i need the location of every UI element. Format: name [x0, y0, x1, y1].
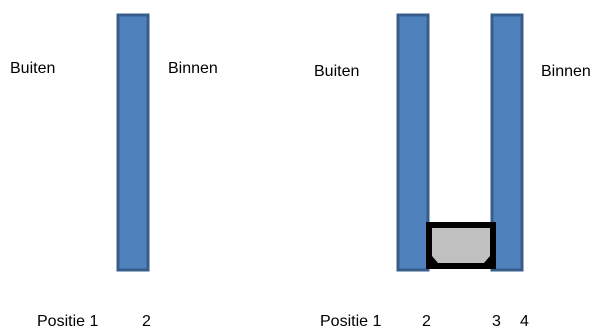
double-position-label: Positie 1 — [320, 313, 382, 330]
double-surface-3-label: 3 — [492, 313, 501, 330]
double-inside-label: Binnen — [541, 63, 591, 80]
double-surface-4-label: 4 — [520, 313, 529, 330]
single-outside-label: Buiten — [10, 60, 56, 77]
spacer-bar — [426, 222, 496, 269]
single-position-label: Positie 1 — [37, 313, 99, 330]
double-outside-label: Buiten — [314, 63, 360, 80]
single-glass-pane — [116, 13, 150, 272]
single-inside-label: Binnen — [168, 60, 218, 77]
double-surface-2-label: 2 — [422, 313, 431, 330]
spacer-cavity — [432, 228, 490, 263]
inner-glass-pane — [490, 13, 524, 272]
outer-glass-pane — [396, 13, 430, 272]
single-surface-2-label: 2 — [142, 313, 151, 330]
